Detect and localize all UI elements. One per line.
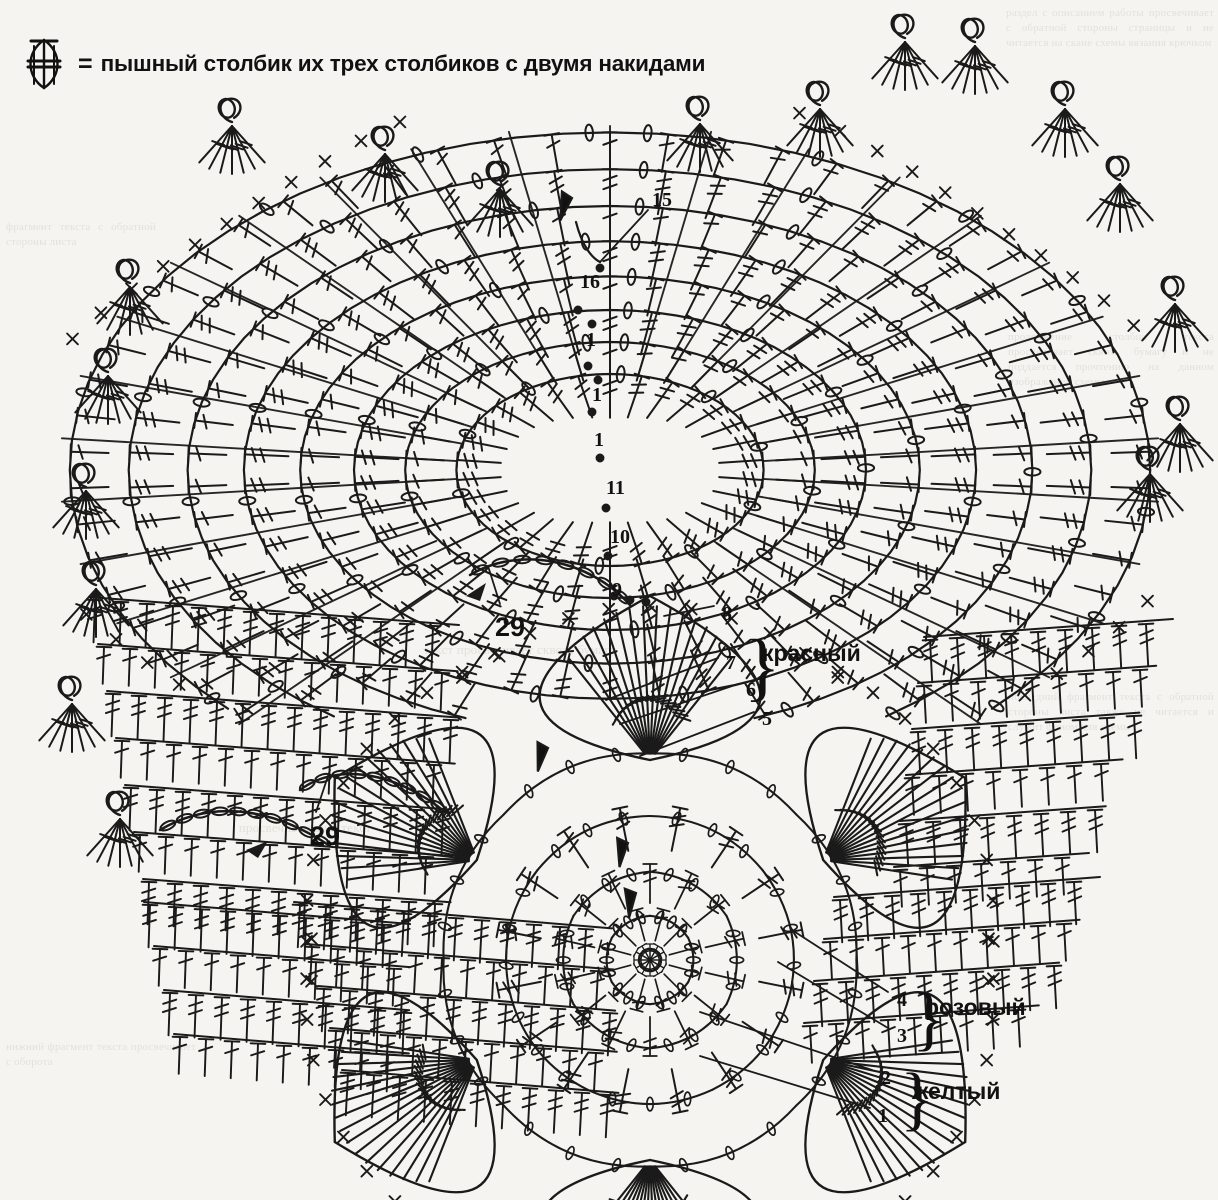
round-number-2-14: 2 xyxy=(881,1067,891,1089)
legend: = пышный столбик их трех столбиков с дву… xyxy=(18,33,705,95)
round-number-3-13: 3 xyxy=(897,1025,907,1047)
round-number-7-9: 7 xyxy=(726,652,736,674)
brace-2: } xyxy=(900,1059,935,1138)
round-number-4-12: 4 xyxy=(897,989,907,1011)
legend-equals: = xyxy=(78,49,93,78)
color-label-0: красный xyxy=(762,640,861,666)
round-number-8-8: 8 xyxy=(722,603,732,625)
color-label-1: розовый xyxy=(925,994,1026,1020)
round-number-9-7: 9 xyxy=(612,579,622,601)
round-number-1-2: 1 xyxy=(586,329,596,351)
brace-1: } xyxy=(912,979,947,1058)
round-number-6-10: 6 xyxy=(746,679,756,701)
callout-29-0: 29 xyxy=(495,612,526,642)
callout-29-1: 29 xyxy=(310,821,341,851)
round-number-11-5: 11 xyxy=(606,477,625,499)
round-number-1-3: 1 xyxy=(592,384,602,406)
round-number-1-15: 1 xyxy=(878,1105,888,1127)
round-number-16-1: 16 xyxy=(580,271,600,293)
brace-0: } xyxy=(744,625,781,709)
puff-stitch-symbol xyxy=(26,38,62,90)
round-number-15-0: 15 xyxy=(652,189,672,211)
legend-text: пышный столбик их трех столбиков с двумя… xyxy=(100,51,706,76)
round-number-5-11: 5 xyxy=(762,708,772,730)
color-label-2: желтый xyxy=(912,1078,1001,1104)
round-number-1-4: 1 xyxy=(594,429,604,451)
round-number-10-6: 10 xyxy=(610,526,630,548)
